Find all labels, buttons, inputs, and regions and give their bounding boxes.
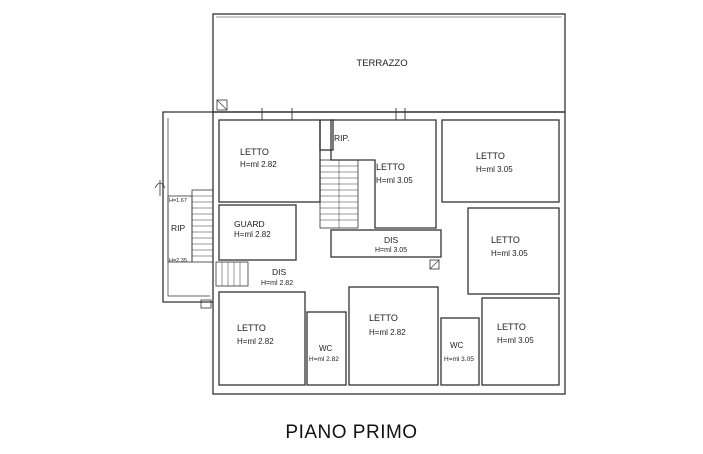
guard-name: GUARD bbox=[234, 219, 265, 229]
room-dis-center bbox=[330, 229, 442, 258]
guard-height: H=ml 2.82 bbox=[234, 230, 271, 239]
stair-lower bbox=[215, 261, 249, 287]
letto-1-height: H=ml 2.82 bbox=[240, 160, 277, 169]
terrace-label: TERRAZZO bbox=[356, 58, 407, 69]
room-rip-top bbox=[319, 119, 334, 151]
room-guard bbox=[218, 204, 297, 261]
dis-center-height: H=ml 3.05 bbox=[375, 247, 407, 254]
letto-7-height: H=ml 3.05 bbox=[497, 336, 534, 345]
wc-left-height: H=ml 2.82 bbox=[309, 356, 339, 363]
letto-2-height: H=ml 3.05 bbox=[376, 176, 413, 185]
dis-center-name: DIS bbox=[384, 235, 399, 245]
room-wc-left bbox=[306, 311, 347, 386]
letto-6-name: LETTO bbox=[369, 313, 398, 323]
wc-right-name: WC bbox=[450, 341, 464, 350]
letto-5-name: LETTO bbox=[237, 323, 266, 333]
letto-1-name: LETTO bbox=[240, 147, 269, 157]
room-letto-5 bbox=[218, 291, 306, 386]
room-wc-right bbox=[440, 317, 480, 386]
letto-4-name: LETTO bbox=[491, 235, 520, 245]
room-letto-4 bbox=[467, 207, 560, 295]
wc-right-height: H=ml 3.05 bbox=[444, 356, 474, 363]
letto-3-height: H=ml 3.05 bbox=[476, 165, 513, 174]
dis-left-height: H=ml 2.82 bbox=[261, 280, 293, 287]
room-letto-3 bbox=[441, 119, 560, 203]
dis-left-name: DIS bbox=[272, 267, 287, 277]
plan-title: PIANO PRIMO bbox=[285, 422, 418, 443]
letto-6-height: H=ml 2.82 bbox=[369, 328, 406, 337]
room-letto-6 bbox=[348, 286, 439, 386]
rip-top-name: RIP. bbox=[334, 133, 349, 143]
wc-left-name: WC bbox=[319, 344, 333, 353]
letto-7-name: LETTO bbox=[497, 322, 526, 332]
letto-3-name: LETTO bbox=[476, 151, 505, 161]
rip-left-height-top: H=1.67 bbox=[169, 198, 187, 204]
letto-5-height: H=ml 2.82 bbox=[237, 337, 274, 346]
left-annex bbox=[162, 111, 213, 303]
rip-left-name: RIP bbox=[171, 223, 186, 233]
letto-4-height: H=ml 3.05 bbox=[491, 249, 528, 258]
letto-2-name: LETTO bbox=[376, 162, 405, 172]
room-letto-7 bbox=[481, 297, 560, 386]
rip-left-height-bottom: H=2.35 bbox=[169, 258, 187, 264]
